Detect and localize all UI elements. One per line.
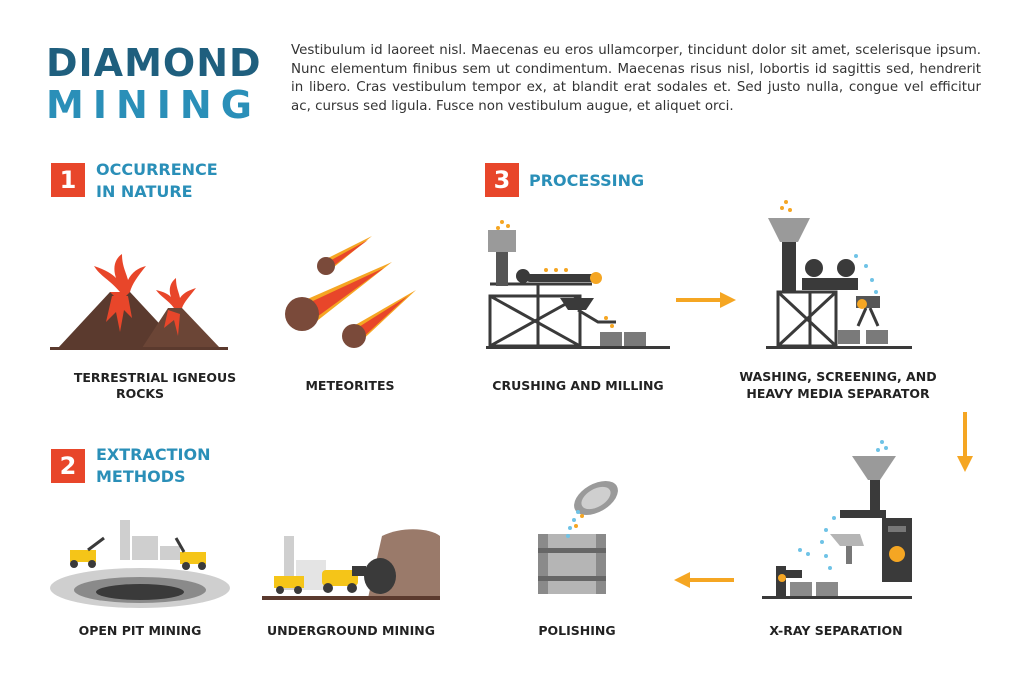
section-2-title-line-1: EXTRACTION: [96, 445, 211, 464]
label-washing-line-1: WASHING, SCREENING, AND: [739, 369, 937, 384]
section-2-title-line-2: METHODS: [96, 467, 186, 486]
arrow-down-icon: [957, 412, 973, 472]
polishing-illustration: [538, 480, 618, 594]
section-1-number: 1: [51, 163, 85, 197]
arrow-right-icon: [676, 292, 736, 308]
label-underground: UNDERGROUND MINING: [267, 623, 435, 638]
label-crushing: CRUSHING AND MILLING: [492, 378, 664, 393]
label-xray: X-RAY SEPARATION: [769, 623, 903, 638]
title-line-2: MINING: [46, 83, 261, 127]
label-meteorites: METEORITES: [305, 378, 395, 393]
label-igneous-line-1: TERRESTRIAL IGNEOUS: [73, 370, 237, 385]
underground-illustration: [262, 529, 440, 600]
section-1-title-line-2: IN NATURE: [96, 182, 193, 201]
intro-paragraph: Vestibulum id laoreet nisl. Maecenas eu …: [291, 43, 981, 114]
crushing-illustration: [486, 220, 670, 349]
label-open-pit: OPEN PIT MINING: [78, 623, 202, 638]
label-polishing: POLISHING: [538, 623, 616, 638]
meteorites-illustration: [285, 236, 416, 348]
label-washing-line-2: HEAVY MEDIA SEPARATOR: [746, 386, 930, 401]
washing-illustration: [766, 200, 912, 349]
section-2-number: 2: [51, 449, 85, 483]
section-3-number: 3: [485, 163, 519, 197]
arrow-left-icon: [674, 572, 734, 588]
open-pit-illustration: [50, 520, 230, 608]
volcano-illustration: [50, 254, 228, 350]
title-line-1: DIAMOND: [46, 41, 262, 85]
label-igneous-line-2: ROCKS: [115, 386, 165, 401]
xray-illustration: [762, 440, 912, 599]
section-1-title-line-1: OCCURRENCE: [96, 160, 218, 179]
section-3-title: PROCESSING: [529, 171, 645, 190]
